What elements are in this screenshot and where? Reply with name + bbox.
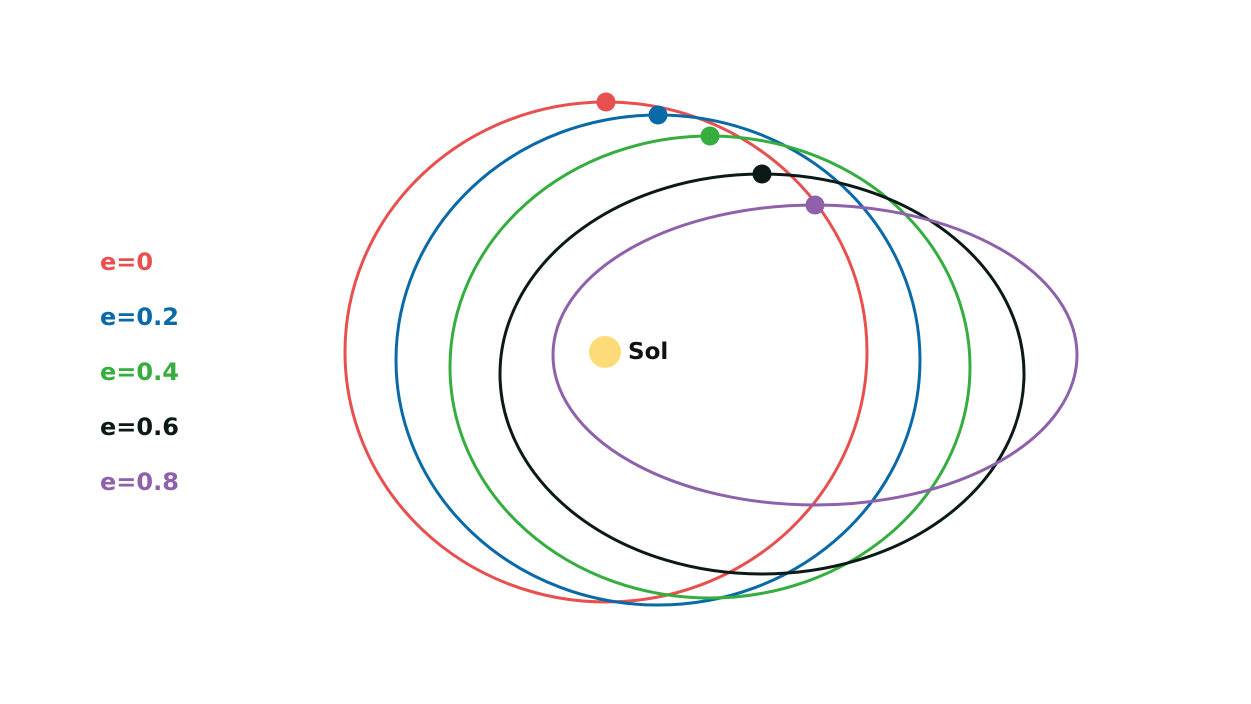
- orbits-group: [343, 100, 1079, 607]
- planet-marker-e=0.8: [805, 195, 825, 215]
- planets-group: [596, 92, 825, 215]
- sun-icon: [589, 336, 621, 368]
- planet-marker-e=0.2: [648, 105, 668, 125]
- orbit-ellipse-e=0.4: [448, 134, 972, 600]
- sun-label: Sol: [628, 339, 669, 365]
- legend-label-e0.8: e=0.8: [100, 468, 179, 496]
- orbit-ellipse-e=0.6: [498, 172, 1026, 576]
- planet-marker-e=0.4: [700, 126, 720, 146]
- legend-label-e0.2: e=0.2: [100, 303, 179, 331]
- planet-marker-e=0.6: [752, 164, 772, 184]
- planet-marker-e=0: [596, 92, 616, 112]
- legend-label-e0: e=0: [100, 248, 154, 276]
- legend-label-e0.4: e=0.4: [100, 358, 179, 386]
- legend-label-e0.6: e=0.6: [100, 413, 179, 441]
